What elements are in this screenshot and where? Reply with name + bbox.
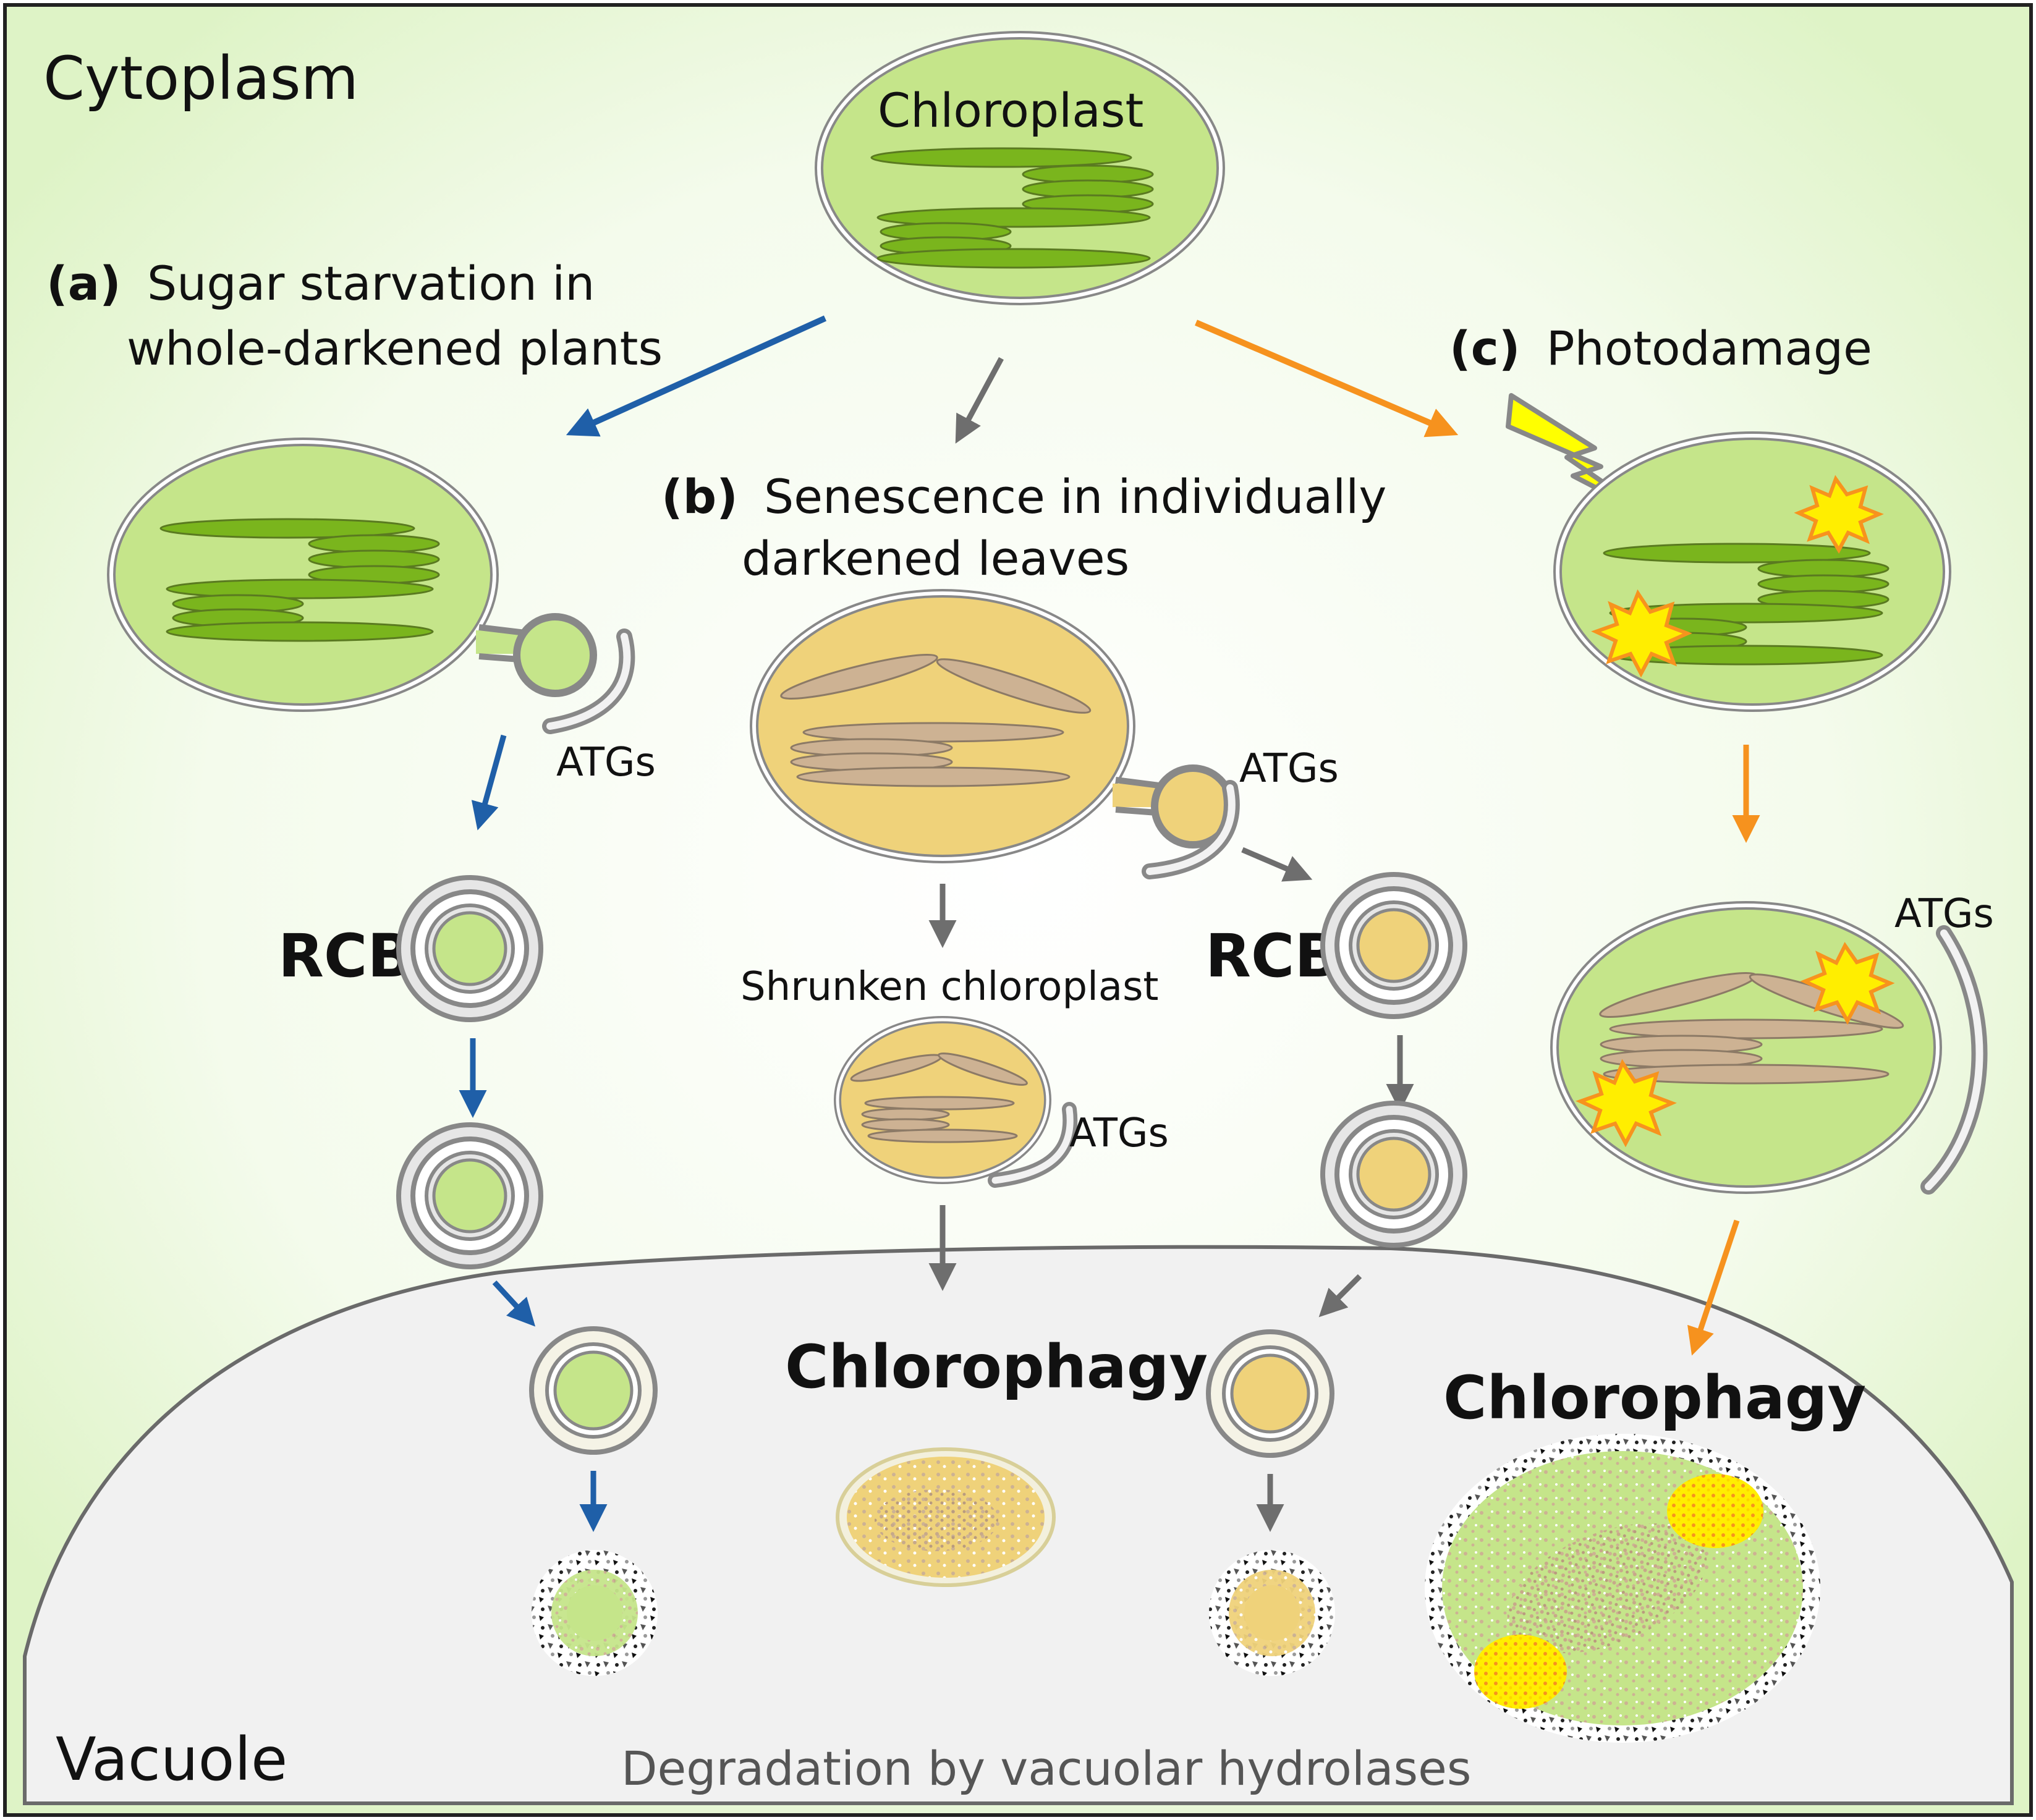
rcb-label-a: RCB (278, 921, 413, 991)
rcb-label-b: RCB (1205, 921, 1340, 991)
pathway-b-text: Senescence in individually (764, 469, 1386, 524)
pathway-a-label-line1: (a) Sugar starvation in (46, 256, 595, 311)
arrow-c-start (1195, 320, 1459, 438)
pathway-a-label-line2: whole-darkened plants (127, 321, 663, 376)
autophagic-body-b (1206, 1329, 1334, 1458)
chloroplast-b-shrunken (834, 1016, 1078, 1188)
chloroplast-label: Chloroplast (878, 83, 1143, 138)
rcb-body-a (396, 875, 543, 1022)
pathway-b-tag: (b) (661, 469, 738, 524)
pathway-b-label-line1: (b) Senescence in individually (661, 469, 1386, 524)
pathway-a-text: Sugar starvation in (147, 256, 595, 311)
rcb-body-b (1320, 872, 1467, 1019)
pathway-c-label: (c) Photodamage (1449, 321, 1872, 376)
arrow-a-start (566, 315, 827, 437)
arrow-b-start (955, 357, 1004, 444)
degraded-chloroplast-b (836, 1447, 1056, 1587)
degraded-chloroplast-c (1425, 1434, 1820, 1743)
atgs-label-shrunken: ATGs (1069, 1111, 1169, 1156)
pathway-c-tag: (c) (1449, 321, 1521, 376)
chloroplast-c-damaged (1553, 431, 1951, 712)
damage-burst-icon (1591, 589, 1692, 678)
pathway-c-text: Photodamage (1546, 321, 1872, 376)
chloroplast-c-engulfed (1550, 901, 1988, 1195)
chloroplast-b-senescent (750, 589, 1240, 879)
pathway-a-tag: (a) (46, 256, 121, 311)
cytoplasm-label: Cytoplasm (43, 44, 358, 113)
arrow-a-1 (471, 734, 507, 831)
arrow-b-rcb (1241, 847, 1313, 882)
chloroplast-top: Chloroplast (815, 31, 1225, 305)
autophagic-body-a (529, 1326, 658, 1455)
arrow-c-2 (1687, 1219, 1740, 1356)
atgs-label-b: ATGs (1239, 746, 1339, 792)
damage-burst-icon (1800, 942, 1895, 1025)
chlorophagy-label-c: Chlorophagy (1443, 1363, 1866, 1433)
vacuole-label: Vacuole (56, 1725, 287, 1794)
atgs-label-a: ATGs (556, 740, 656, 785)
atgs-label-c: ATGs (1894, 891, 1994, 937)
shrunken-label: Shrunken chloroplast (740, 964, 1159, 1010)
damage-burst-icon (1794, 475, 1884, 554)
arrow-b-rcb-3 (1318, 1274, 1362, 1318)
degradation-label: Degradation by vacuolar hydrolases (621, 1741, 1471, 1796)
damage-burst-icon (1576, 1059, 1677, 1148)
rcb-fusing-a (396, 1122, 543, 1269)
rcb-fusing-b (1320, 1101, 1467, 1248)
chloroplast-a-budding (107, 438, 635, 734)
arrow-a-3 (492, 1280, 536, 1327)
degraded-body-b (1209, 1550, 1335, 1676)
degraded-body-a (532, 1550, 658, 1676)
pathway-b-label-line2: darkened leaves (742, 531, 1129, 586)
chlorophagy-label-b: Chlorophagy (785, 1332, 1208, 1402)
